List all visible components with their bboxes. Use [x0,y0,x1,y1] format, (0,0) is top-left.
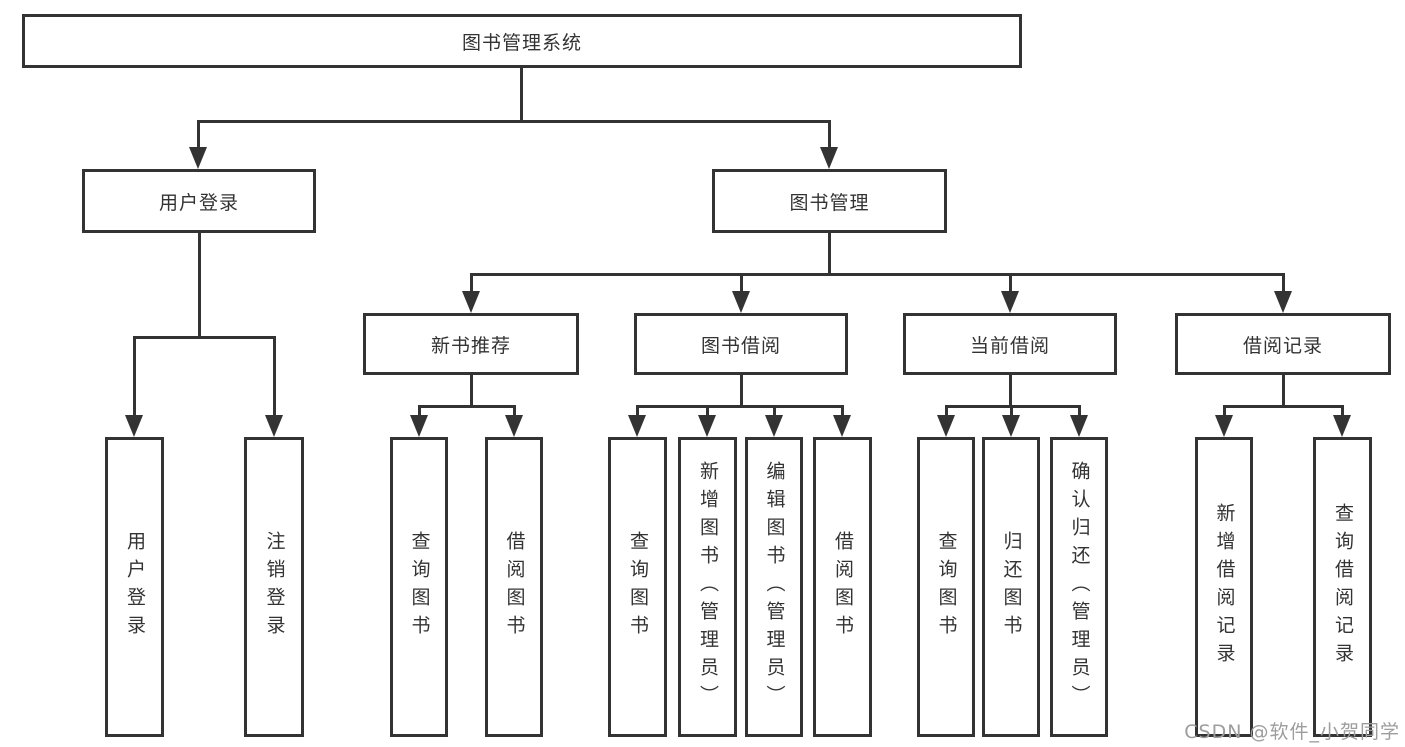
connector-line [828,233,831,275]
node-label: 归还图书 [1000,531,1023,643]
arrowhead-down-icon [462,291,480,313]
node-label: 查询图书 [627,531,649,643]
connector-line [1009,375,1012,407]
connector-line [198,233,201,338]
leaf-logout: 注销登录 [244,437,304,737]
connector-line [197,120,831,123]
node-label: 确认归还（管理员） [1068,461,1091,713]
connector-line [773,405,776,418]
connector-line [1223,405,1226,418]
arrowhead-down-icon [833,415,851,437]
node-borrowing-records: 借阅记录 [1175,313,1391,375]
connector-line [133,336,136,419]
arrowhead-down-icon [765,415,783,437]
node-label: 借阅记录 [1242,334,1323,357]
arrowhead-down-icon [1333,415,1351,437]
node-root: 图书管理系统 [22,14,1022,68]
watermark: CSDN @软件_小贺同学 [1184,721,1400,743]
arrowhead-down-icon [698,415,716,437]
connector-line [418,405,516,408]
arrowhead-down-icon [1002,415,1020,437]
connector-line [636,405,844,408]
connector-line [197,120,200,151]
connector-line [1282,273,1285,293]
connector-line [418,405,421,418]
node-label: 新增图书（管理员） [697,461,719,713]
arrowhead-down-icon [732,291,750,313]
leaf-add-borrow-record: 新增借阅记录 [1195,437,1253,737]
connector-line [1282,375,1285,407]
leaf-query-borrow-record: 查询借阅记录 [1313,437,1372,737]
arrowhead-down-icon [937,415,955,437]
arrowhead-down-icon [189,147,207,169]
node-book-management: 图书管理 [712,169,947,233]
connector-line [1341,405,1344,418]
node-current-borrowing: 当前借阅 [903,313,1117,375]
connector-line [740,375,743,407]
connector-line [636,405,639,418]
connector-line [133,336,276,339]
node-label: 编辑图书（管理员） [763,461,786,713]
leaf-query-books-recommend: 查询图书 [390,437,448,737]
leaf-edit-books-admin: 编辑图书（管理员） [745,437,803,737]
leaf-confirm-return-admin: 确认归还（管理员） [1050,437,1108,737]
connector-line [1009,273,1012,293]
node-label: 新增借阅记录 [1213,503,1236,671]
node-new-book-recommend: 新书推荐 [363,313,579,375]
arrowhead-down-icon [820,147,838,169]
node-label: 当前借阅 [969,334,1050,357]
node-label: 查询图书 [408,531,431,643]
connector-line [470,375,473,407]
leaf-query-books-borrowing: 查询图书 [608,437,667,737]
node-label: 注销登录 [263,531,286,643]
arrowhead-down-icon [1001,291,1019,313]
arrowhead-down-icon [1070,415,1088,437]
leaf-user-login: 用户登录 [105,437,164,737]
node-label: 用户登录 [124,531,146,643]
connector-line [273,336,276,419]
connector-line [841,405,844,418]
leaf-borrow-books: 借阅图书 [813,437,872,737]
arrowhead-down-icon [1274,291,1292,313]
connector-line [470,273,473,293]
node-label: 借阅图书 [832,531,854,643]
node-label: 图书管理 [789,191,870,214]
arrowhead-down-icon [265,415,283,437]
connector-line [1078,405,1081,418]
connector-line [945,405,1081,408]
connector-line [1010,405,1013,418]
node-label: 用户登录 [158,191,239,214]
node-label: 查询图书 [935,531,958,643]
connector-line [513,405,516,418]
node-label: 查询借阅记录 [1332,503,1354,671]
connector-line [706,405,709,418]
node-label: 新书推荐 [430,334,511,357]
leaf-add-books-admin: 新增图书（管理员） [678,437,737,737]
arrowhead-down-icon [410,415,428,437]
leaf-return-books: 归还图书 [982,437,1040,737]
node-label: 图书借阅 [700,334,781,357]
connector-line [945,405,948,418]
connector-line [1223,405,1344,408]
arrowhead-down-icon [628,415,646,437]
arrowhead-down-icon [125,415,143,437]
connector-line [520,68,523,120]
arrowhead-down-icon [505,415,523,437]
node-book-borrowing: 图书借阅 [634,313,848,375]
arrowhead-down-icon [1215,415,1233,437]
node-user-login: 用户登录 [82,169,316,233]
connector-line [828,120,831,151]
node-label: 借阅图书 [503,531,526,643]
leaf-borrow-books-recommend: 借阅图书 [485,437,543,737]
connector-line [740,273,743,293]
leaf-query-books-current: 查询图书 [917,437,975,737]
node-label: 图书管理系统 [461,31,582,54]
connector-line [470,273,1284,276]
